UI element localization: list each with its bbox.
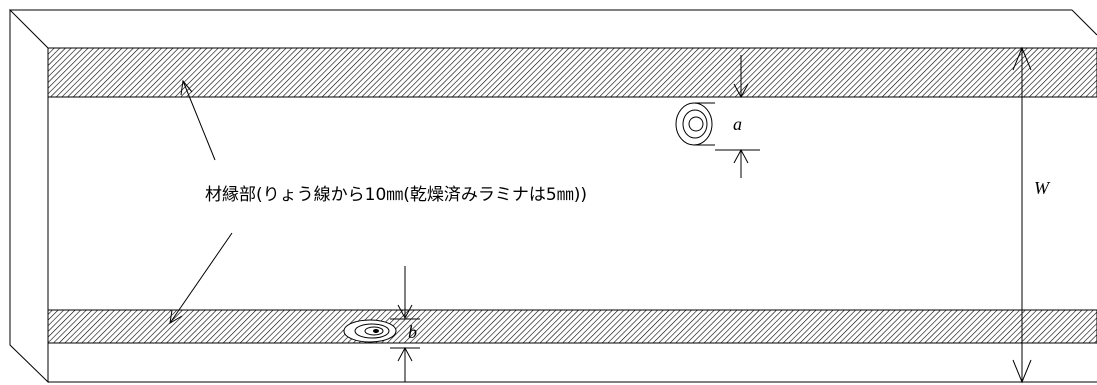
width-dimension xyxy=(1012,46,1032,384)
edge-zone-top xyxy=(47,47,1097,98)
knot-b-label: b xyxy=(408,322,417,342)
width-label: W xyxy=(1034,178,1051,198)
knot-b xyxy=(343,319,397,343)
knot-a-dimension xyxy=(715,55,760,178)
edge-zone-bottom xyxy=(47,309,1097,344)
edge-zone-label: 材縁部(りょう線から10㎜(乾燥済みラミナは5㎜)) xyxy=(205,185,587,205)
board-right-corner-edge xyxy=(1071,9,1097,36)
board-end-face xyxy=(9,8,49,384)
leader-arrow-top xyxy=(180,79,216,161)
leader-arrow-bottom xyxy=(169,232,233,324)
knot-b-dimension xyxy=(390,266,420,382)
knot-a xyxy=(675,102,715,146)
knot-a-label: a xyxy=(733,114,742,134)
